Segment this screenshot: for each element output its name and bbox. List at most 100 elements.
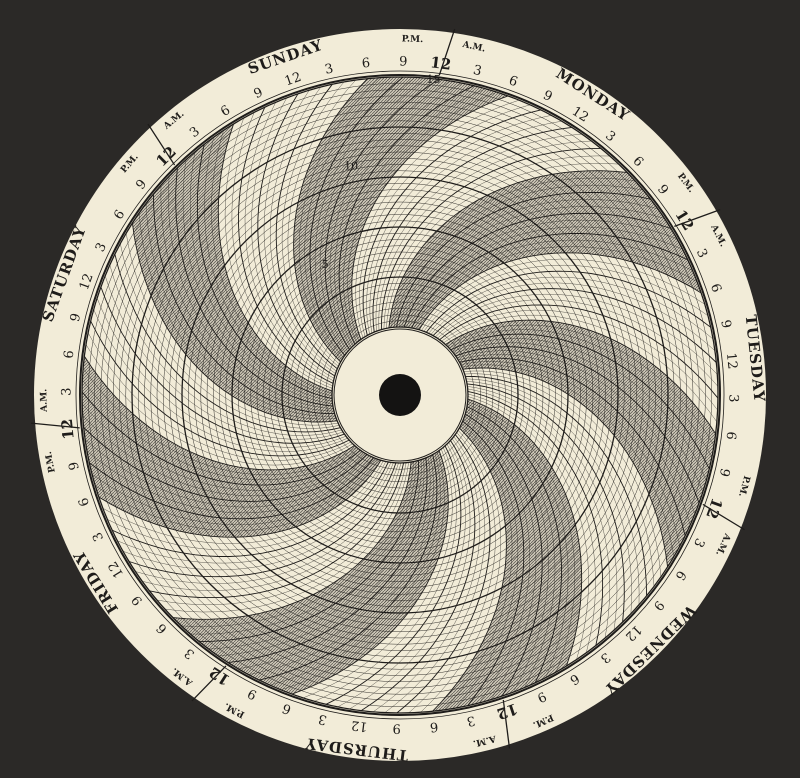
time-line (160, 185, 334, 412)
time-line (204, 137, 333, 397)
grid-circle (231, 226, 569, 564)
time-line (395, 191, 651, 328)
time-line (102, 460, 384, 544)
time-line (458, 354, 691, 526)
hour-label: 6 (62, 349, 78, 359)
grid-circle (275, 270, 525, 520)
time-line (111, 461, 389, 557)
time-line (105, 275, 344, 440)
time-line (460, 361, 680, 547)
time-line (218, 458, 425, 657)
hour-label: 12 (723, 352, 740, 370)
time-line (467, 383, 625, 623)
time-line (182, 159, 333, 404)
time-line (172, 462, 412, 620)
grid-circle (88, 83, 712, 707)
time-line (449, 329, 713, 458)
time-line (444, 425, 513, 711)
time-line (299, 77, 380, 360)
time-line (452, 338, 707, 481)
time-line (314, 77, 416, 354)
time-line (420, 430, 501, 713)
time-line (270, 86, 337, 372)
time-line (304, 76, 392, 358)
time-line (454, 342, 704, 492)
center-hole (379, 374, 421, 416)
hour-label: 3 (465, 712, 476, 728)
midnight-tick (191, 665, 227, 702)
grid-circle (250, 245, 550, 545)
time-line (259, 454, 438, 681)
time-line (360, 440, 476, 711)
time-line (418, 252, 702, 330)
grid-circle (156, 151, 644, 639)
grid-circle (313, 308, 487, 482)
time-line (455, 423, 519, 709)
grid-circle (106, 101, 694, 689)
time-line (338, 85, 475, 345)
time-line (467, 390, 604, 646)
time-line (366, 115, 552, 335)
pm-label: P.M. (401, 34, 423, 45)
grid-circle (331, 326, 469, 464)
time-line (269, 453, 441, 686)
time-line (425, 270, 711, 333)
time-line (228, 457, 428, 664)
grid-circle (119, 114, 681, 676)
time-line (343, 88, 486, 343)
time-line (463, 418, 530, 704)
hour-label: 6 (429, 718, 439, 734)
grid-circle (175, 170, 625, 620)
time-line (430, 282, 716, 351)
time-line (466, 381, 632, 614)
time-line (432, 427, 507, 712)
time-line (320, 77, 428, 352)
hour-label: 9 (392, 720, 400, 735)
time-line (281, 81, 345, 367)
time-line (441, 309, 718, 411)
grid-circle (144, 139, 656, 651)
grid-circle (306, 301, 494, 489)
time-line (445, 319, 716, 435)
time-line (152, 194, 335, 415)
midnight-tick (674, 208, 721, 228)
time-line (466, 408, 556, 688)
night-shade-band (432, 399, 582, 712)
grid-circle (256, 251, 544, 539)
time-line (291, 450, 449, 695)
scale-label: 15 (426, 73, 440, 86)
time-line (396, 434, 491, 714)
time-line (383, 155, 610, 329)
time-line (100, 286, 345, 444)
time-line (83, 427, 368, 502)
time-line (461, 364, 674, 557)
chart-border-outer (75, 70, 725, 720)
grid-circle (188, 183, 612, 607)
time-line (465, 411, 549, 693)
grid-circle (131, 126, 669, 664)
grid-circle (163, 158, 637, 632)
hour-label: 3 (317, 711, 329, 728)
time-line (86, 450, 372, 514)
time-line (428, 276, 714, 340)
time-line (149, 462, 405, 599)
time-line (224, 117, 333, 389)
grid-circle (150, 145, 650, 645)
time-line (89, 457, 375, 520)
time-line (87, 332, 351, 461)
time-line (84, 439, 370, 508)
time-line (82, 379, 359, 481)
grid-circle (300, 295, 500, 495)
time-line (231, 112, 333, 387)
time-line (447, 324, 715, 446)
hour-label: 12 (350, 717, 368, 734)
time-line (293, 78, 368, 363)
time-line (423, 265, 709, 332)
time-line (466, 406, 562, 684)
grid-circle (194, 189, 606, 601)
hour-label: 3 (725, 394, 740, 402)
grid-circle (169, 164, 631, 626)
time-line (128, 462, 397, 578)
time-line (362, 109, 541, 336)
time-line (467, 403, 569, 678)
